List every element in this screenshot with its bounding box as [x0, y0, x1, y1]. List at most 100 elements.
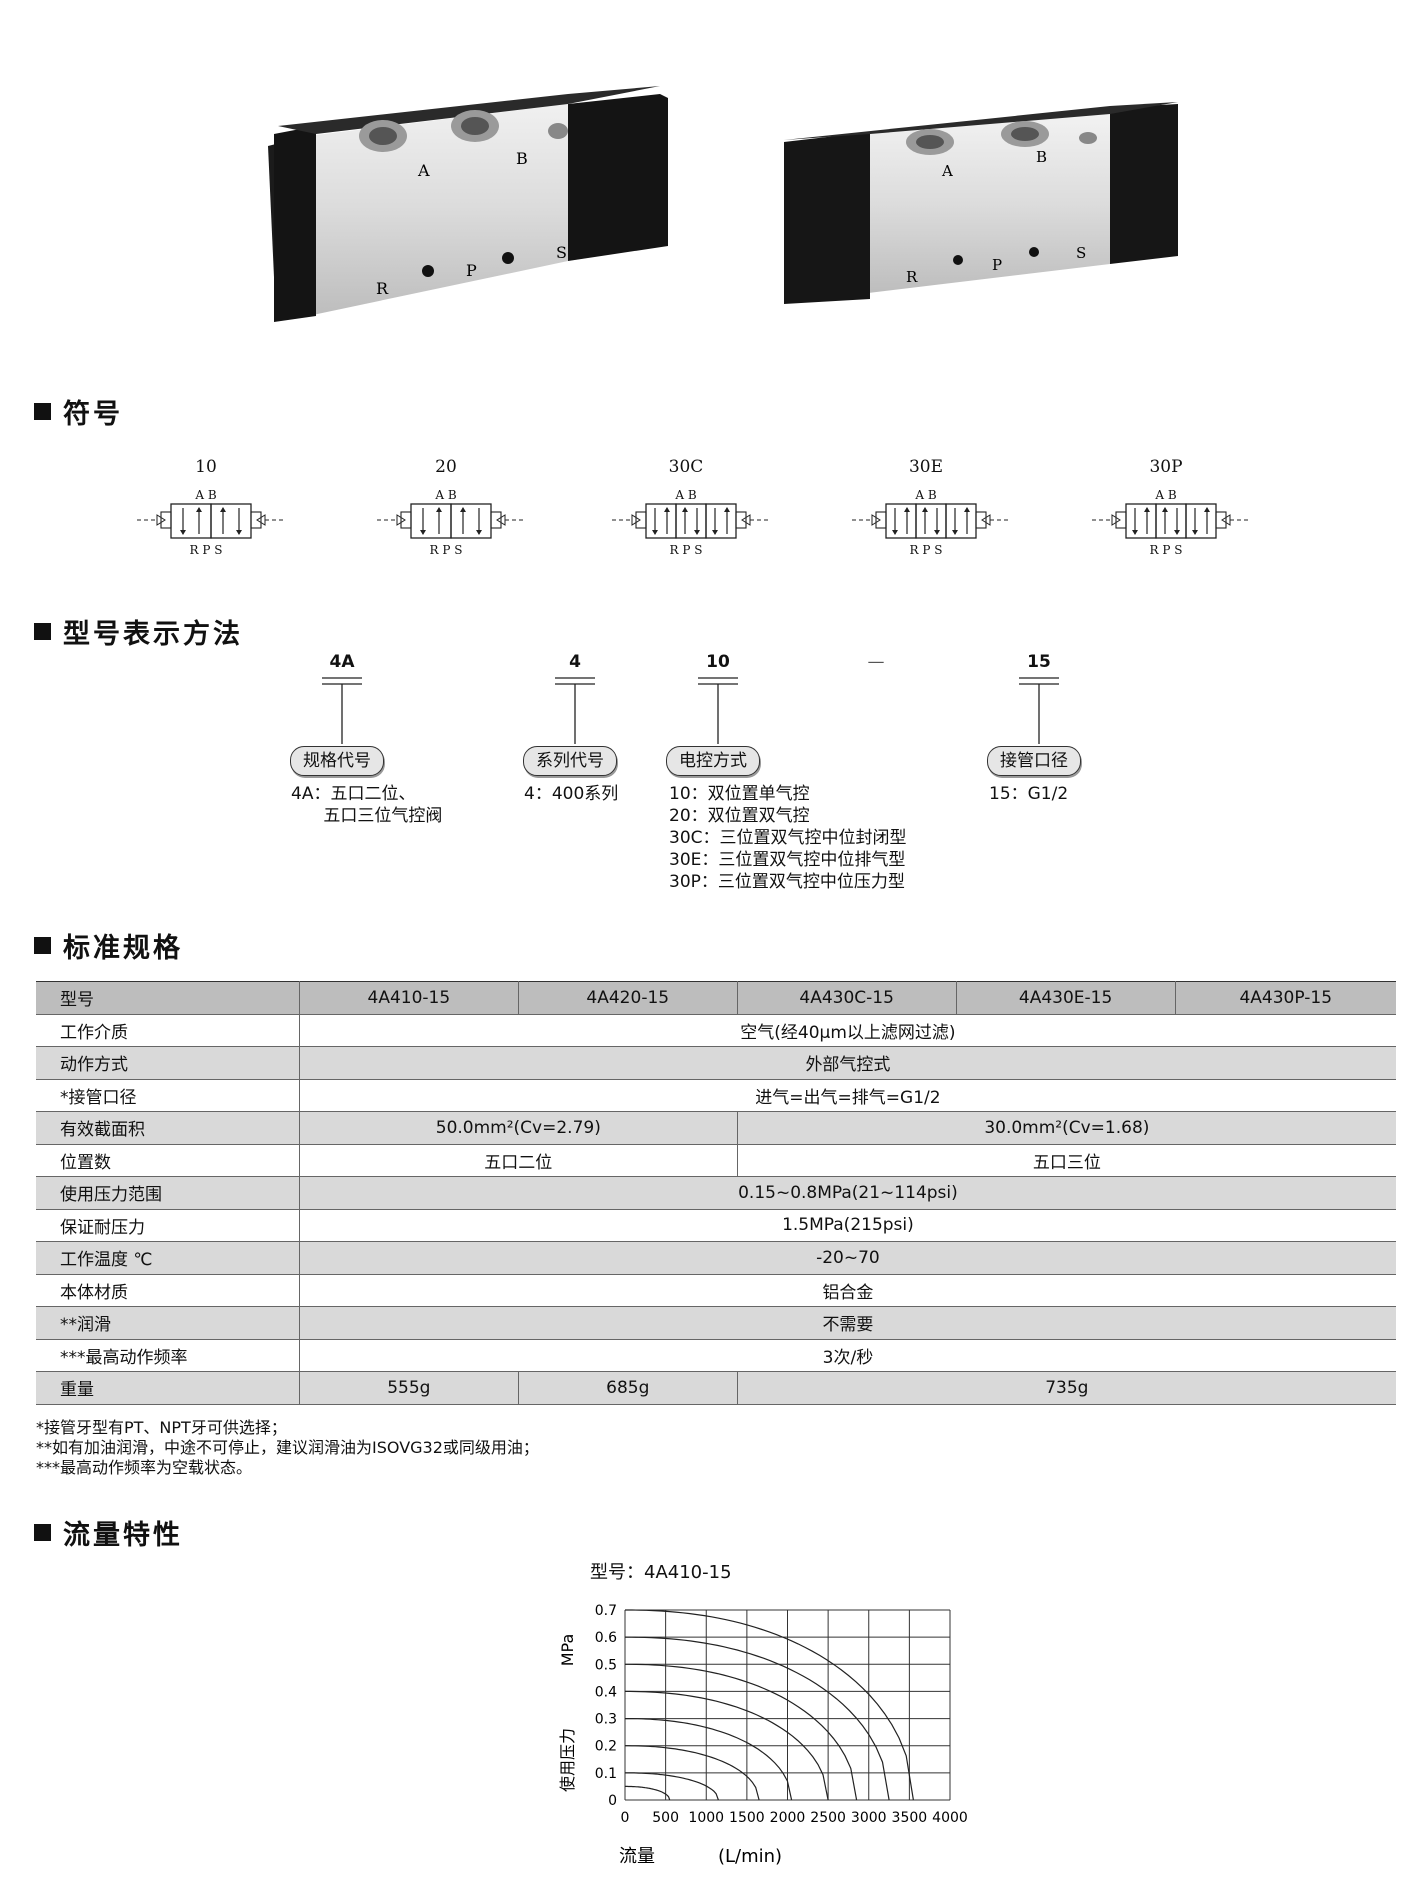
section-title-model: 型号表示方法	[34, 612, 243, 651]
model-pill-port: 接管口径	[987, 746, 1081, 776]
model-connector-lines	[322, 677, 1059, 744]
square-bullet-icon	[34, 937, 51, 954]
table-cell: 保证耐压力	[36, 1209, 300, 1242]
series-line-6	[625, 1772, 719, 1801]
model-part-series: 4	[569, 652, 581, 672]
symbol-label-30e: 30E	[908, 457, 944, 477]
table-cell: 五口二位	[299, 1144, 738, 1177]
model-part-dash: —	[867, 652, 885, 672]
valve-symbol-30c	[612, 503, 770, 539]
symbol-label-10: 10	[195, 457, 217, 477]
table-cell: 4A420-15	[518, 981, 738, 1015]
x-axis-unit: (L/min)	[718, 1846, 782, 1867]
table-cell: 50.0mm²(Cv=2.79)	[299, 1111, 738, 1145]
table-header-row: 型号 4A410-15 4A420-15 4A430C-15 4A430E-15…	[36, 981, 1396, 1015]
valve-photo-right: A B R P S	[784, 102, 1178, 304]
table-cell: 735g	[737, 1371, 1396, 1405]
symbol-port-bottom: R P S	[189, 543, 223, 557]
y-tick-label: 0.3	[595, 1712, 617, 1728]
table-cell: 685g	[518, 1371, 738, 1405]
port-label-r: R	[376, 279, 389, 298]
model-pill-spec: 规格代号	[290, 746, 384, 776]
y-tick-label: 0	[608, 1793, 617, 1809]
chart-title: 型号：4A410-15	[590, 1562, 732, 1583]
y-tick-label: 0.6	[595, 1630, 617, 1646]
y-axis-label: 使用压力	[558, 1728, 577, 1792]
y-axis-unit: MPa	[558, 1634, 577, 1667]
table-cell: 30.0mm²(Cv=1.68)	[737, 1111, 1396, 1145]
table-cell: 555g	[299, 1371, 519, 1405]
table-cell: 4A430E-15	[956, 981, 1176, 1015]
table-cell: **润滑	[36, 1306, 300, 1340]
model-part-port: 15	[1027, 652, 1051, 672]
x-tick-label: 3000	[851, 1810, 887, 1826]
model-part-control: 10	[706, 652, 730, 672]
port-label-r: R	[906, 268, 918, 286]
series-line-7	[625, 1785, 671, 1801]
spec-table: 型号 4A410-15 4A420-15 4A430C-15 4A430E-15…	[36, 981, 1396, 1405]
valve-photo-left: A B R P S	[268, 86, 668, 322]
table-cell: 进气=出气=排气=G1/2	[299, 1079, 1396, 1112]
x-tick-label: 3500	[892, 1810, 928, 1826]
table-cell: 重量	[36, 1371, 300, 1405]
table-cell: 1.5MPa(215psi)	[299, 1209, 1396, 1242]
port-label-s: S	[556, 243, 567, 262]
x-tick-label: 2000	[770, 1810, 806, 1826]
x-tick-label: 2500	[810, 1810, 846, 1826]
table-cell: 铝合金	[299, 1274, 1396, 1307]
table-row: **润滑不需要	[36, 1306, 1396, 1340]
model-desc-series: 4：400系列	[524, 784, 619, 804]
table-cell: 位置数	[36, 1144, 300, 1177]
valve-symbol-30p	[1092, 503, 1250, 539]
symbol-port-top: A B	[1155, 488, 1177, 502]
table-row: *接管口径进气=出气=排气=G1/2	[36, 1079, 1396, 1112]
x-tick-label: 4000	[932, 1810, 968, 1826]
table-row: 本体材质铝合金	[36, 1274, 1396, 1307]
table-row: 位置数五口二位五口三位	[36, 1144, 1396, 1177]
y-tick-label: 0.1	[595, 1766, 617, 1782]
series-line-1	[624, 1636, 890, 1801]
series-line-2	[625, 1663, 858, 1801]
table-row: 动作方式外部气控式	[36, 1046, 1396, 1080]
table-cell: 五口三位	[737, 1144, 1396, 1177]
table-cell: -20~70	[299, 1241, 1396, 1275]
y-tick-label: 0.4	[595, 1684, 617, 1700]
symbol-label-20: 20	[435, 457, 457, 477]
table-cell: 工作介质	[36, 1014, 300, 1047]
series-line-5	[625, 1745, 760, 1801]
x-tick-label: 1000	[688, 1810, 724, 1826]
model-part-spec: 4A	[329, 652, 355, 672]
symbol-port-bottom: R P S	[1149, 543, 1183, 557]
spec-notes: *接管牙型有PT、NPT牙可供选择； **如有加油润滑，中途不可停止，建议润滑油…	[36, 1418, 539, 1478]
table-cell: 3次/秒	[299, 1339, 1396, 1372]
table-cell: *接管口径	[36, 1079, 300, 1112]
valve-symbol-20	[377, 503, 525, 539]
table-cell: 工作温度 ℃	[36, 1241, 300, 1275]
symbol-port-top: A B	[195, 488, 217, 502]
series-line-3	[625, 1690, 829, 1801]
x-tick-label: 0	[621, 1810, 630, 1826]
table-cell: 4A430C-15	[737, 981, 957, 1015]
x-tick-label: 500	[652, 1810, 679, 1826]
table-cell: 4A410-15	[299, 981, 519, 1015]
symbol-port-bottom: R P S	[909, 543, 943, 557]
table-cell: 外部气控式	[299, 1046, 1396, 1080]
x-axis-label: 流量	[619, 1846, 655, 1867]
y-tick-label: 0.2	[595, 1739, 617, 1755]
symbol-port-top: A B	[435, 488, 457, 502]
port-label-b: B	[1036, 148, 1047, 166]
table-row: 工作介质空气(经40μm以上滤网过滤)	[36, 1014, 1396, 1047]
symbol-port-bottom: R P S	[429, 543, 463, 557]
model-pill-series: 系列代号	[523, 746, 617, 776]
series-line-4	[625, 1718, 793, 1801]
square-bullet-icon	[34, 623, 51, 640]
table-cell: 有效截面积	[36, 1111, 300, 1145]
table-cell: 不需要	[299, 1306, 1396, 1340]
port-label-a: A	[417, 161, 430, 180]
port-label-p: P	[466, 261, 477, 280]
port-label-a: A	[941, 162, 953, 180]
symbol-port-bottom: R P S	[669, 543, 703, 557]
